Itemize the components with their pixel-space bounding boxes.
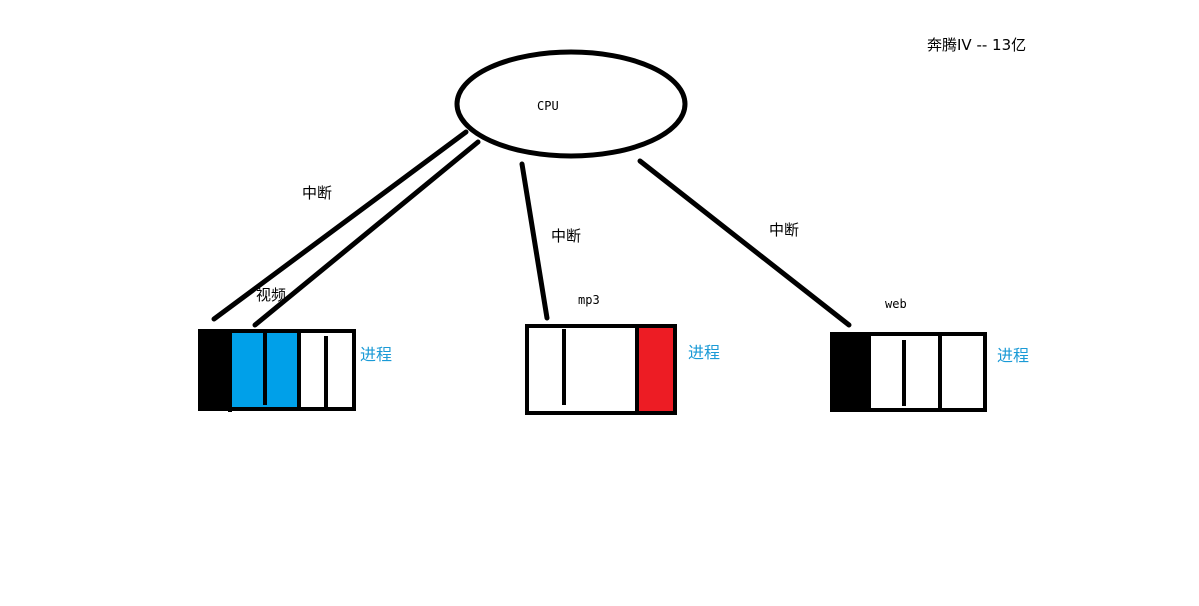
interrupt-label-mp3: 中断 — [551, 227, 581, 245]
interrupt-label-web: 中断 — [769, 221, 799, 239]
video-box-outline — [198, 329, 356, 411]
web-box-outline — [830, 332, 987, 412]
process-box-video — [198, 329, 356, 412]
process-label-web: 进程 — [997, 346, 1029, 365]
process-box-web — [830, 332, 987, 412]
mp3-box-outline — [525, 324, 677, 415]
process-box-mp3 — [525, 324, 677, 415]
interrupt-line-mp3 — [519, 161, 550, 321]
task-label-mp3: mp3 — [578, 293, 600, 307]
interrupt-line-web — [637, 158, 852, 328]
process-label-mp3: 进程 — [688, 343, 720, 362]
task-label-video: 视频 — [256, 286, 286, 304]
title-text: 奔腾IV -- 13亿 — [927, 36, 1026, 54]
cpu-ellipse — [454, 49, 688, 159]
mp3-block-red — [637, 326, 675, 413]
video-block-black — [200, 331, 232, 409]
interrupt-label-video: 中断 — [302, 184, 332, 202]
web-block-black — [832, 334, 871, 410]
interrupt-line-video-2 — [252, 139, 481, 328]
interrupt-line-video-1 — [211, 129, 469, 322]
task-label-web: web — [885, 297, 907, 311]
process-label-video: 进程 — [360, 345, 392, 364]
cpu-label: CPU — [537, 99, 559, 113]
